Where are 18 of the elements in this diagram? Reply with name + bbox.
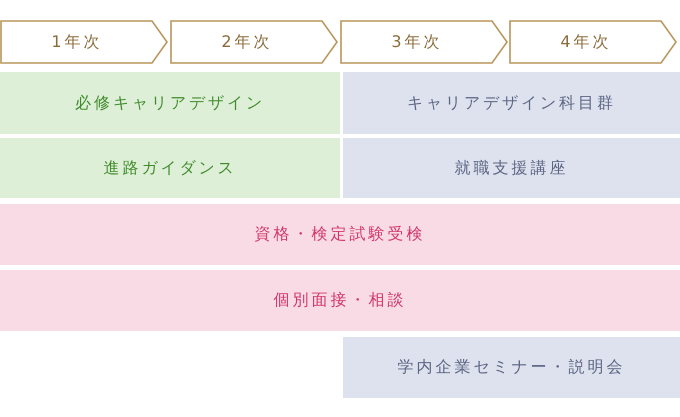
program-band xyxy=(0,204,680,265)
program-band xyxy=(343,337,680,398)
program-label: キャリアデザイン科目群 xyxy=(407,92,616,114)
program-label: 必修キャリアデザイン xyxy=(75,92,265,114)
program-band xyxy=(343,138,680,198)
program-band xyxy=(0,138,340,198)
year-label: 3年次 xyxy=(391,32,443,52)
year-label: 4年次 xyxy=(560,32,612,52)
program-label: 個別面接・相談 xyxy=(274,290,406,311)
program-band xyxy=(343,72,680,134)
program-band xyxy=(0,270,680,331)
program-label: 進路ガイダンス xyxy=(104,158,236,178)
year-label: 2年次 xyxy=(221,32,273,52)
year-label: 1年次 xyxy=(51,32,103,52)
program-label: 資格・検定試験受検 xyxy=(254,224,426,245)
program-band xyxy=(0,72,340,134)
program-label: 学内企業セミナー・説明会 xyxy=(398,357,626,378)
program-label: 就職支援講座 xyxy=(454,158,568,178)
